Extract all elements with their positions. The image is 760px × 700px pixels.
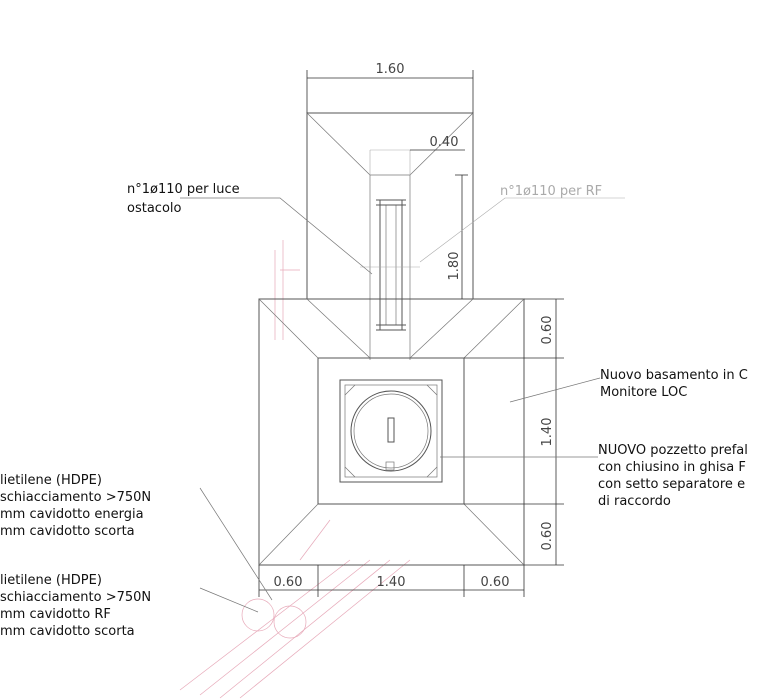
dimension-inner-height: 1.80: [447, 174, 468, 299]
main-base-block: [258, 298, 525, 566]
pozzetto-label-line2: con chiusino in ghisa F: [598, 460, 746, 475]
hdpe2-label-line1: lietilene (HDPE): [0, 573, 102, 588]
cable-traces: [179, 240, 411, 699]
dim-bottom-right-label: 0.60: [481, 575, 510, 590]
hdpe1-label-line4: mm cavidotto scorta: [0, 524, 135, 539]
dimension-bottom: 0.60 1.40 0.60: [258, 565, 525, 597]
hdpe1-label-line1: lietilene (HDPE): [0, 473, 102, 488]
luce-label-line1: n°1ø110 per luce: [127, 182, 240, 197]
manhole-cover: [339, 379, 443, 483]
dim-inner-width-label: 0.40: [430, 135, 459, 150]
leader-lines: [180, 197, 625, 613]
hdpe2-label-line3: mm cavidotto RF: [0, 607, 111, 622]
dim-right-top-label: 0.60: [540, 316, 555, 345]
dim-right-mid-label: 1.40: [540, 418, 555, 447]
conduit-channel: [360, 199, 420, 331]
dim-inner-height-label: 1.80: [447, 252, 462, 281]
dim-bottom-left-label: 0.60: [274, 575, 303, 590]
dim-bottom-mid-label: 1.40: [377, 575, 406, 590]
dim-top-width-label: 1.60: [376, 62, 405, 77]
pozzetto-label-line4: di raccordo: [598, 494, 671, 509]
hdpe1-label-line2: schiacciamento >750N: [0, 490, 151, 505]
dimension-right-side: 0.60 1.40 0.60: [464, 298, 564, 566]
hdpe2-label-line4: mm cavidotto scorta: [0, 624, 135, 639]
rf-label: n°1ø110 per RF: [500, 184, 602, 199]
pozzetto-label-line1: NUOVO pozzetto prefal: [598, 443, 748, 458]
basamento-label-line2: Monitore LOC: [600, 385, 687, 400]
annotation-labels: n°1ø110 per luce ostacolo n°1ø110 per RF…: [0, 182, 748, 639]
dim-right-bottom-label: 0.60: [540, 522, 555, 551]
pozzetto-label-line3: con setto separatore e: [598, 477, 745, 492]
dimension-inner-width: 0.40: [410, 135, 465, 151]
hdpe2-label-line2: schiacciamento >750N: [0, 590, 151, 605]
hdpe1-label-line3: mm cavidotto energia: [0, 507, 144, 522]
luce-label-line2: ostacolo: [127, 201, 182, 216]
dimension-top-width: 1.60: [306, 62, 474, 113]
basamento-label-line1: Nuovo basamento in C: [600, 368, 748, 383]
